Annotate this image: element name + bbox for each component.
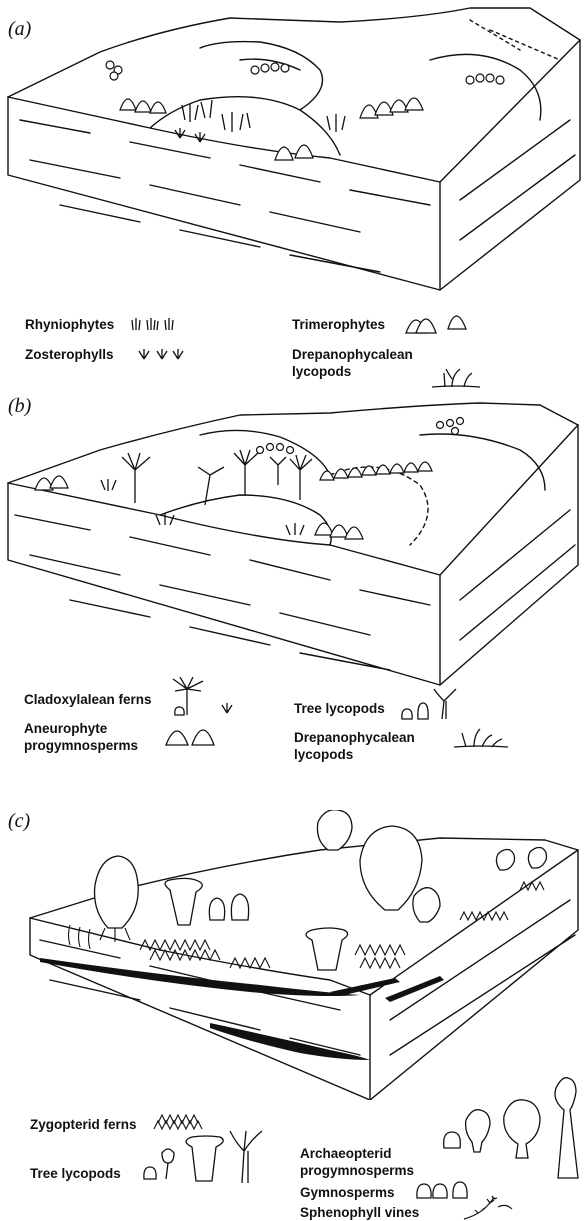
panel-a: (a): [0, 0, 586, 395]
panel-c: (c): [0, 810, 586, 1221]
landscape-block-diagram: [0, 395, 586, 695]
landscape-block-diagram: [0, 0, 586, 300]
drepanophycalean-lycopod-icon: [430, 365, 485, 390]
zosterophyll-icon: [138, 347, 188, 361]
legend-aneurophyte: Aneurophyte progymnosperms: [24, 720, 138, 754]
tree-lycopod-icon: [398, 687, 468, 721]
legend-sphenophyll: Sphenophyll vines: [300, 1204, 419, 1221]
legend-rhyniophytes: Rhyniophytes: [25, 316, 114, 333]
legend-drepanophycalean: Drepanophycalean lycopods: [292, 346, 413, 380]
landscape-block-diagram: [0, 810, 586, 1100]
legend-zygopterid: Zygopterid ferns: [30, 1116, 137, 1133]
sphenophyll-vine-icon: [460, 1195, 520, 1221]
drepanophycalean-lycopod-icon: [452, 723, 512, 751]
aneurophyte-progymnosperm-icon: [162, 715, 222, 747]
rhyniophyte-icon: [130, 316, 185, 332]
legend-cladoxylalean: Cladoxylalean ferns: [24, 691, 152, 708]
legend-archaeopterid: Archaeopterid progymnosperms: [300, 1145, 414, 1179]
tree-lycopod-icon: [140, 1125, 280, 1185]
legend-drepanophycalean: Drepanophycalean lycopods: [294, 729, 415, 763]
legend-tree-lycopods: Tree lycopods: [294, 700, 385, 717]
legend-gymnosperms: Gymnosperms: [300, 1184, 395, 1201]
legend-tree-lycopods: Tree lycopods: [30, 1165, 121, 1182]
panel-b: (b): [0, 395, 586, 800]
trimerophyte-icon: [402, 303, 472, 335]
legend-zosterophylls: Zosterophylls: [25, 346, 114, 363]
archaeopterid-progymnosperm-icon: [438, 1070, 584, 1180]
cladoxylalean-fern-icon: [165, 677, 245, 717]
legend-trimerophytes: Trimerophytes: [292, 316, 385, 333]
